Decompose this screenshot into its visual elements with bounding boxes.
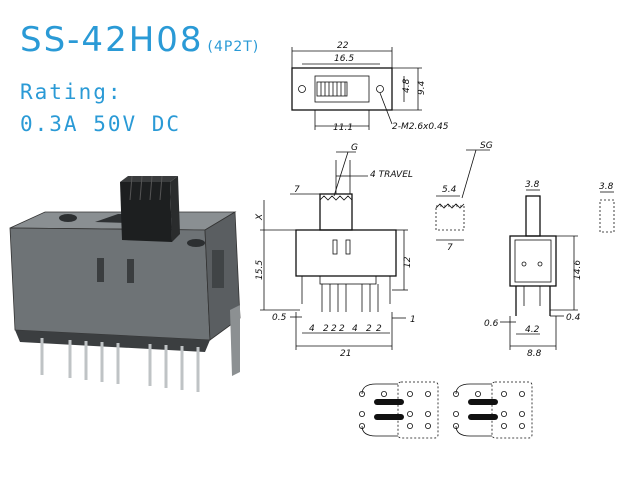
- dim-four-two: 4.2: [525, 325, 540, 335]
- pitch-2-second: 2: [331, 324, 337, 334]
- dim-five-four: 5.4: [442, 185, 457, 195]
- hole-thread-note: 2-M2.6x0.45: [392, 122, 449, 132]
- dim-fourteen-six: 14.6: [573, 260, 583, 280]
- label-travel: 4 TRAVEL: [370, 170, 413, 180]
- pitch-2-fourth: 2: [366, 324, 372, 334]
- dim-zero-six: 0.6: [484, 319, 499, 329]
- front-view-drawing: G 4 TRAVEL 7 X 15.5 12 0.5 1 4 2 2 2: [255, 143, 416, 359]
- dim-one: 1: [410, 315, 416, 325]
- dim-hole-pitch: 16.5: [334, 54, 354, 64]
- pitch-2-third: 2: [339, 324, 345, 334]
- model-title: SS-42H08(4P2T): [20, 20, 259, 60]
- dim-fifteen-five: 15.5: [255, 260, 265, 280]
- circuit-diagram: [358, 381, 533, 439]
- dim-seven-detail: 7: [447, 243, 453, 253]
- rating-value: 0.3A 50V DC: [20, 112, 182, 136]
- dim-three-eight-detail: 3.8: [599, 182, 614, 192]
- label-sg: SG: [480, 141, 493, 151]
- dim-three-eight: 3.8: [525, 180, 540, 190]
- dim-inner-height: 4.8: [402, 78, 412, 93]
- dim-twelve: 12: [403, 256, 413, 268]
- rating-label: Rating:: [20, 80, 123, 104]
- dim-slot-length: 11.1: [333, 123, 353, 133]
- dim-zero-five: 0.5: [272, 313, 287, 323]
- model-suffix: (4P2T): [207, 39, 260, 55]
- pitch-4-second: 4: [352, 324, 358, 334]
- pitch-2-fifth: 2: [376, 324, 382, 334]
- side-view-drawing: 3.8 14.6 0.6 0.4 4.2 8.8: [484, 180, 583, 359]
- side-detail-drawing: 3.8: [599, 182, 615, 233]
- dim-outer-height: 9.4: [417, 80, 427, 95]
- dim-twenty-one: 21: [340, 349, 351, 359]
- dim-seven: 7: [294, 185, 300, 195]
- dim-eight-eight: 8.8: [527, 349, 542, 359]
- dim-x: X: [255, 213, 265, 221]
- dim-overall-width: 22: [337, 41, 349, 51]
- actuator-detail-drawing: SG 5.4 7: [435, 141, 493, 253]
- switch-product-illustration: [9, 175, 241, 392]
- pitch-4-first: 4: [309, 324, 315, 334]
- dim-zero-four: 0.4: [566, 313, 581, 323]
- top-view-drawing: 22 16.5 11.1 4.8 9.4 2-M2.6x0.45: [291, 41, 449, 133]
- model-number: SS-42H08: [20, 20, 204, 60]
- pitch-2-first: 2: [323, 324, 329, 334]
- label-g: G: [351, 143, 358, 153]
